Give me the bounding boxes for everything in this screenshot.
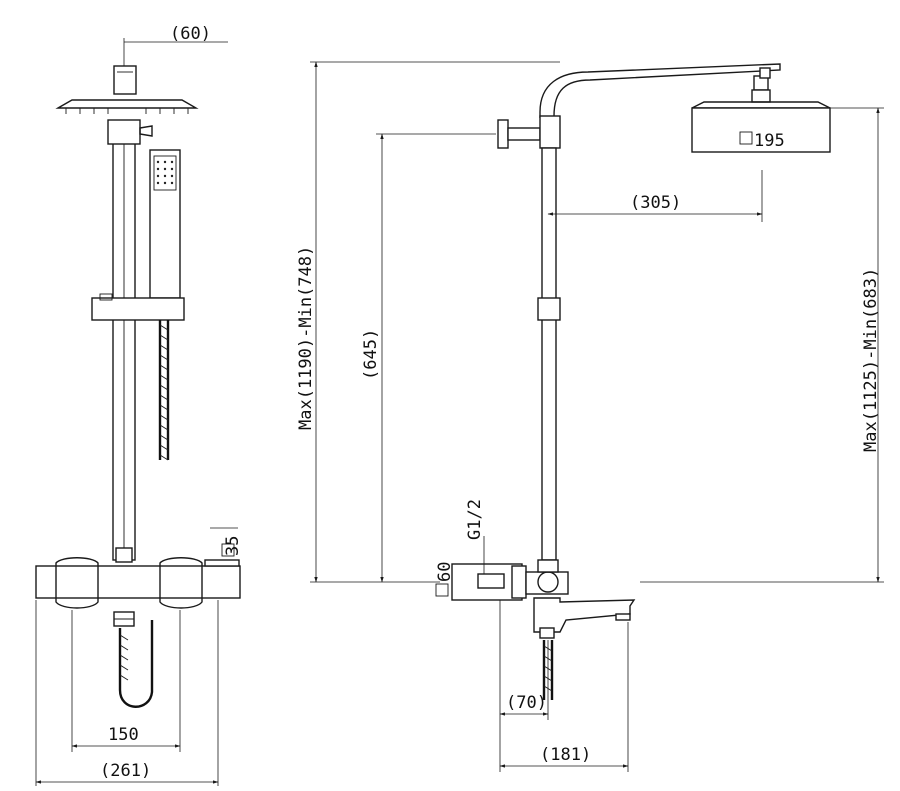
side-head-top	[691, 101, 831, 109]
dim-bar-label: 35	[223, 536, 243, 556]
head-connector	[113, 65, 137, 95]
dim-center-label: 150	[108, 725, 139, 745]
side-riser	[541, 147, 557, 561]
dim-height-right-label: Max(1125)-Min(683)	[861, 268, 881, 452]
head-neck	[751, 89, 771, 103]
bar-cap	[204, 559, 240, 567]
hose-loop	[118, 620, 154, 708]
eccentric	[511, 565, 527, 599]
dim-spout-label: (181)	[540, 745, 591, 765]
dim-wall-label: 60	[435, 562, 455, 582]
square-symbol-head	[739, 131, 753, 145]
dim-overall-label: (261)	[100, 761, 151, 781]
valve-top	[537, 559, 559, 573]
right-handle	[159, 557, 203, 609]
valve-body	[525, 571, 569, 595]
side-hose	[542, 640, 554, 700]
slider-tab	[99, 293, 113, 301]
arm-joint	[539, 115, 561, 149]
square-symbol	[221, 543, 235, 557]
riser-base	[115, 547, 133, 563]
side-head-body	[691, 107, 831, 153]
hose-outlet	[539, 627, 555, 639]
side-view: Max(1190)-Min(748) (645) 195 (305) Max(1…	[296, 61, 884, 772]
left-handle	[55, 557, 99, 609]
diverter-block	[107, 119, 141, 145]
square-symbol-wall	[435, 583, 449, 597]
bracket-arm	[507, 127, 541, 141]
arm-end	[759, 67, 771, 79]
slider-holder	[91, 297, 185, 321]
hand-shower	[149, 149, 181, 299]
dim-arm-label: (305)	[630, 193, 681, 213]
hand-shower-holes	[156, 160, 174, 185]
spout-tip	[615, 613, 631, 621]
shower-arm	[539, 63, 781, 118]
shower-head-nozzles	[65, 108, 189, 114]
hose-loop-rings	[119, 634, 129, 681]
dim-thread-label: G1/2	[465, 499, 485, 540]
wall-bracket	[497, 119, 509, 149]
hand-shower-face	[153, 155, 177, 191]
diverter-knob	[139, 125, 153, 137]
dim-mid-label: (645)	[361, 329, 381, 380]
mixer-bar	[35, 565, 241, 599]
hose-upper	[158, 320, 170, 461]
front-view: (60)	[35, 24, 243, 788]
inlet-nut	[477, 573, 505, 589]
dim-inlet-label: (70)	[506, 693, 547, 713]
side-slider	[537, 297, 561, 321]
dim-top-label: (60)	[170, 24, 211, 44]
shower-head-front	[55, 99, 199, 109]
dim-head-label: 195	[754, 131, 785, 151]
dim-height-left-label: Max(1190)-Min(748)	[296, 246, 316, 430]
